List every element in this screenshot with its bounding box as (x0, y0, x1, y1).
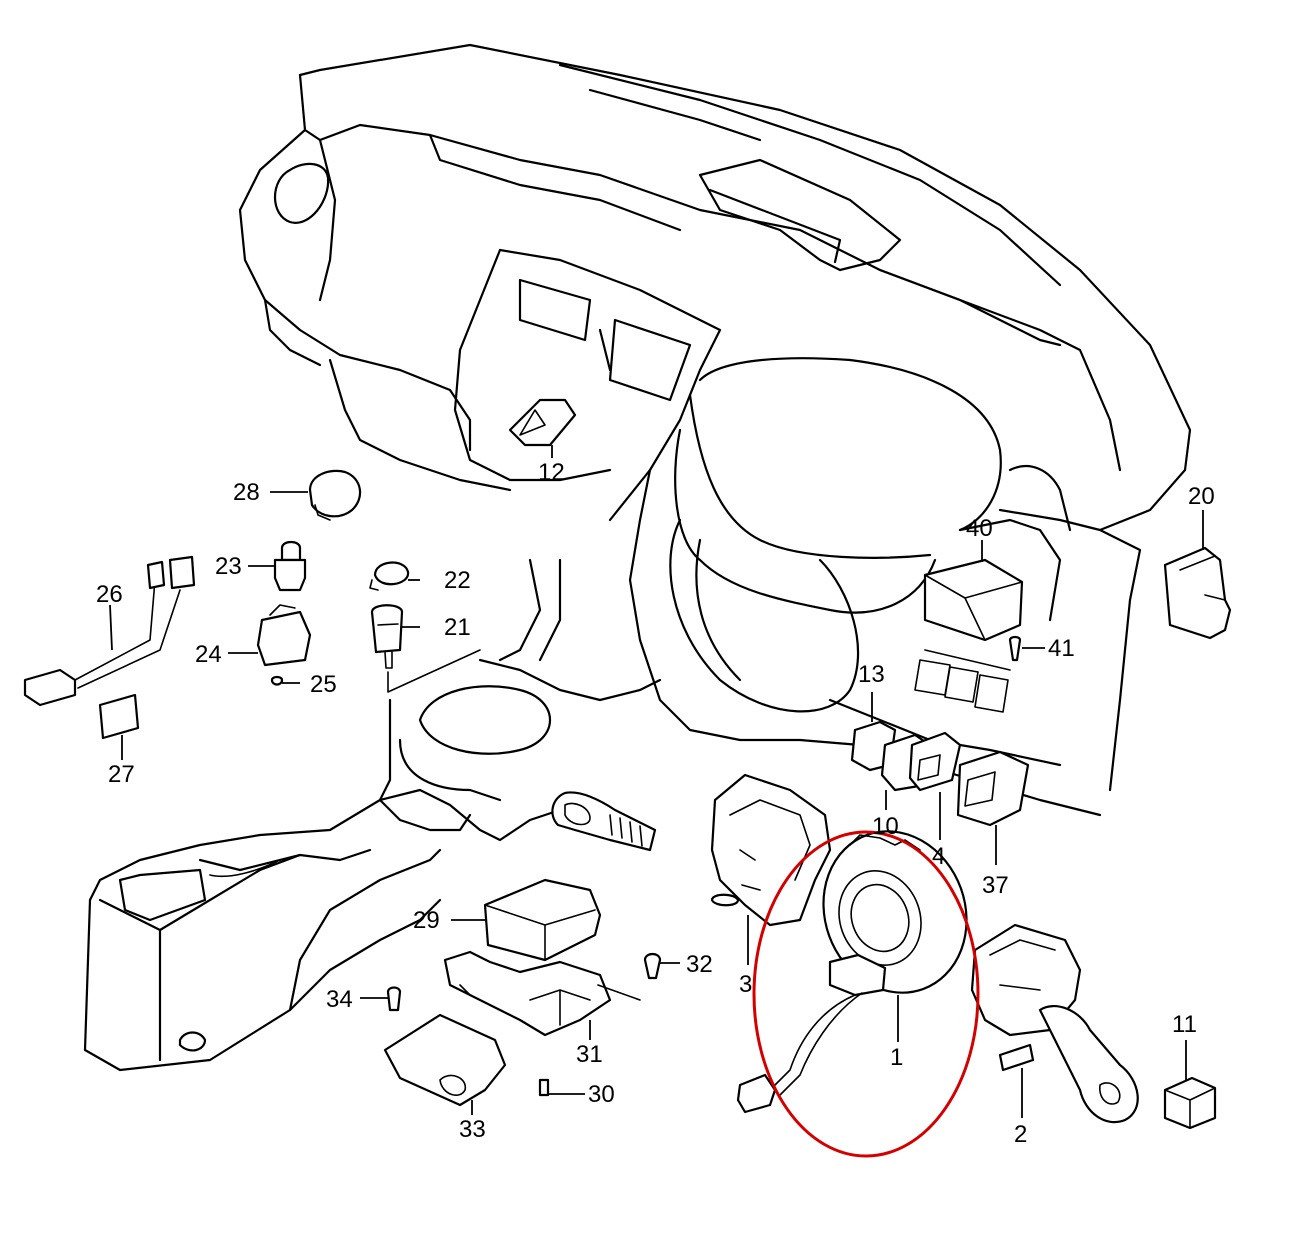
callout-10: 10 (872, 813, 899, 840)
callout-22: 22 (444, 567, 471, 594)
part-23-24-25-switch (228, 540, 312, 686)
callout-29: 29 (413, 907, 440, 934)
part-13-10-4-37-switches (850, 692, 1030, 865)
callout-32: 32 (686, 951, 713, 978)
floor-console (83, 788, 562, 1072)
part-33-sensor (360, 986, 507, 1115)
callout-labels: 1 2 3 4 10 11 12 13 20 21 22 23 24 25 26… (96, 459, 1215, 1148)
callout-37: 37 (982, 872, 1009, 899)
part-28-cap (270, 469, 362, 521)
callout-24: 24 (195, 641, 222, 668)
part-29-31-airbag-module (443, 878, 680, 1097)
part-20-relay (1163, 510, 1232, 640)
part-27-label (98, 693, 140, 760)
callout-21: 21 (444, 614, 471, 641)
callout-31: 31 (576, 1041, 603, 1068)
callout-23: 23 (215, 553, 242, 580)
callout-11: 11 (1172, 1011, 1197, 1038)
callout-3: 3 (739, 971, 752, 998)
callout-1: 1 (890, 1044, 903, 1071)
part-11-relay (1163, 1040, 1217, 1130)
part-2-combination-switch (970, 923, 1139, 1124)
part-1-clock-spring (736, 830, 968, 1114)
part-12-hazard-switch (508, 398, 577, 458)
dashboard-panel (238, 43, 1192, 817)
part-3-combination-switch (551, 773, 832, 965)
part-40-control-module (923, 540, 1045, 662)
part-21-22-socket (369, 561, 481, 693)
callout-13: 13 (858, 661, 885, 688)
callout-26: 26 (96, 581, 123, 608)
callout-30: 30 (588, 1081, 615, 1108)
callout-28: 28 (233, 479, 260, 506)
part-26-harness (23, 555, 196, 707)
callout-33: 33 (459, 1116, 486, 1143)
callout-4: 4 (932, 843, 945, 870)
callout-20: 20 (1188, 483, 1215, 510)
callout-27: 27 (108, 761, 135, 788)
callout-2: 2 (1014, 1121, 1027, 1148)
callout-25: 25 (310, 671, 337, 698)
callout-12: 12 (538, 459, 565, 486)
callout-41: 41 (1048, 635, 1075, 662)
callout-34: 34 (326, 986, 353, 1013)
callout-40: 40 (966, 515, 993, 542)
highlight-ring (752, 830, 980, 1158)
